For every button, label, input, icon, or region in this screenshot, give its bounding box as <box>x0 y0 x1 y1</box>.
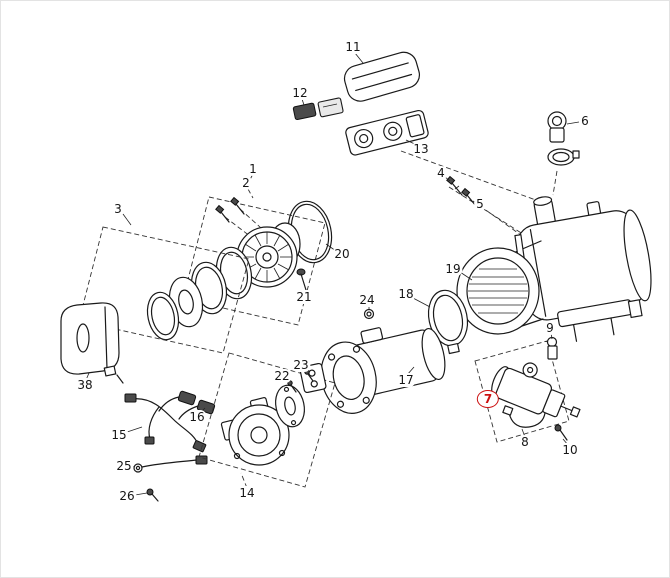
part-screws-1 <box>215 173 254 223</box>
callout-4[interactable]: 4 <box>435 166 447 180</box>
part-cap-6 <box>547 111 580 166</box>
callout-9[interactable]: 9 <box>544 321 556 335</box>
callout-5[interactable]: 5 <box>474 197 486 211</box>
callout-8[interactable]: 8 <box>519 435 531 449</box>
callout-22[interactable]: 22 <box>272 369 292 383</box>
part-connectors <box>292 97 344 121</box>
callout-25[interactable]: 25 <box>114 459 134 473</box>
callout-3[interactable]: 3 <box>112 202 124 216</box>
callout-16[interactable]: 16 <box>187 410 207 424</box>
part-cover-shell <box>60 302 124 384</box>
callout-15[interactable]: 15 <box>109 428 129 442</box>
group-box-2 <box>182 196 326 326</box>
callout-20[interactable]: 20 <box>332 247 352 261</box>
callout-38[interactable]: 38 <box>75 378 95 392</box>
callout-2[interactable]: 2 <box>240 176 252 190</box>
callout-17[interactable]: 17 <box>396 373 416 387</box>
callout-19[interactable]: 19 <box>443 262 463 276</box>
part-wire-25 <box>131 455 208 473</box>
leader-14 <box>240 472 248 489</box>
part-screw-26 <box>134 488 159 502</box>
part-screw-21 <box>296 268 307 291</box>
callout-18[interactable]: 18 <box>396 287 416 301</box>
callout-21[interactable]: 21 <box>294 290 314 304</box>
group-box-7 <box>474 340 570 443</box>
callout-14[interactable]: 14 <box>237 486 257 500</box>
callout-1[interactable]: 1 <box>247 162 259 176</box>
part-clamp-ring <box>412 289 469 355</box>
part-mount-plate <box>345 109 429 156</box>
part-heater-body <box>516 196 652 342</box>
part-nut-24 <box>363 305 375 320</box>
part-fuel-pump <box>491 362 581 418</box>
part-harness-15 <box>124 393 207 453</box>
part-burner-base <box>220 397 290 466</box>
callout-11[interactable]: 11 <box>343 40 363 54</box>
group-box-3 <box>78 226 250 354</box>
part-clamp-8 <box>502 405 546 438</box>
group-box-14 <box>198 352 336 488</box>
callout-12[interactable]: 12 <box>290 86 310 100</box>
callout-6[interactable]: 6 <box>579 114 591 128</box>
callout-13[interactable]: 13 <box>411 142 431 156</box>
callout-7[interactable]: 7 <box>476 390 500 408</box>
callout-24[interactable]: 24 <box>357 293 377 307</box>
part-blower-fan <box>236 222 301 288</box>
part-top-cover <box>343 51 421 102</box>
leader-3 <box>122 213 132 226</box>
leader-2 <box>247 188 254 199</box>
part-ring-stack <box>146 246 253 341</box>
part-fitting-9 <box>546 332 558 360</box>
part-screw-22 <box>287 380 297 393</box>
part-screw-4 <box>444 175 463 196</box>
part-heat-exchanger <box>456 234 544 335</box>
callout-26[interactable]: 26 <box>117 489 137 503</box>
callout-23[interactable]: 23 <box>291 358 311 372</box>
callout-10[interactable]: 10 <box>560 443 580 457</box>
part-gasket-14 <box>275 384 305 428</box>
